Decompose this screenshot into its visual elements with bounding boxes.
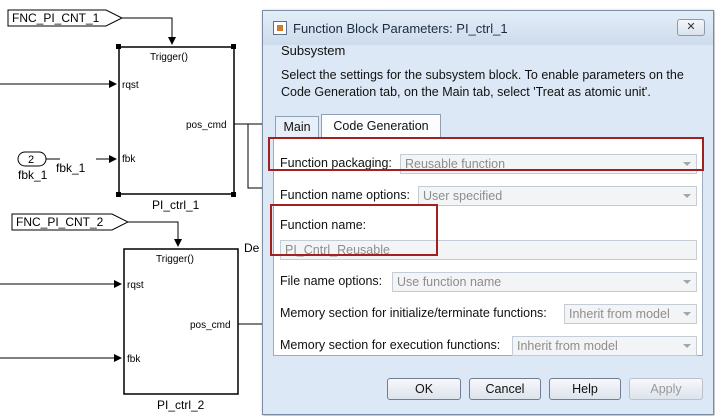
chevron-down-icon <box>683 312 691 316</box>
function-packaging-label: Function packaging: <box>280 156 392 170</box>
function-name-label: Function name: <box>280 218 367 232</box>
file-name-options-select[interactable]: Use function name <box>392 272 697 292</box>
inport-name: fbk_1 <box>18 168 48 182</box>
function-name-options-label: Function name options: <box>280 188 410 202</box>
function-name-options-select[interactable]: User specified <box>418 186 697 206</box>
description-box: Select the settings for the subsystem bl… <box>273 61 703 107</box>
cancel-button[interactable]: Cancel <box>469 378 541 400</box>
trigger-label: Trigger() <box>150 52 188 63</box>
svg-text:2: 2 <box>28 154 34 166</box>
block-name-pi-ctrl-2: PI_ctrl_2 <box>157 398 205 412</box>
inport-tag-fnc-pi-cnt-1[interactable]: FNC_PI_CNT_1 <box>7 9 124 27</box>
close-icon: ✕ <box>686 21 696 33</box>
mem-exec-select[interactable]: Inherit from model <box>512 336 697 356</box>
chevron-down-icon <box>683 194 691 198</box>
simulink-block-icon <box>273 21 287 35</box>
tab-code-generation[interactable]: Code Generation <box>321 114 441 138</box>
subsystem-block-pi-ctrl-2[interactable]: Trigger() rqst fbk pos_cmd <box>123 248 239 395</box>
port-pos-cmd: pos_cmd <box>186 120 227 131</box>
help-button[interactable]: Help <box>549 378 621 400</box>
port-fbk: fbk <box>122 154 136 165</box>
chevron-down-icon <box>683 280 691 284</box>
trigger-label: Trigger() <box>156 254 194 265</box>
highlight-function-name <box>270 204 438 256</box>
highlight-function-packaging <box>268 137 704 171</box>
partial-block-label: De <box>244 241 260 255</box>
mem-init-term-label: Memory section for initialize/terminate … <box>280 306 547 320</box>
goto-label: fbk_1 <box>56 161 86 175</box>
svg-text:FNC_PI_CNT_1: FNC_PI_CNT_1 <box>12 11 100 25</box>
file-name-options-label: File name options: <box>280 274 383 288</box>
apply-button[interactable]: Apply <box>629 378 703 400</box>
description-text: Select the settings for the subsystem bl… <box>281 68 684 99</box>
port-rqst: rqst <box>127 280 144 291</box>
port-fbk: fbk <box>127 354 141 365</box>
function-block-parameters-dialog: Function Block Parameters: PI_ctrl_1 ✕ S… <box>262 10 714 415</box>
dialog-title: Function Block Parameters: PI_ctrl_1 <box>293 21 508 36</box>
close-button[interactable]: ✕ <box>677 19 705 36</box>
inport-tag-fnc-pi-cnt-2[interactable]: FNC_PI_CNT_2 <box>11 213 130 231</box>
subsystem-group-label: Subsystem <box>281 43 346 58</box>
subsystem-block-pi-ctrl-1[interactable]: Trigger() rqst fbk pos_cmd <box>116 44 236 197</box>
chevron-down-icon <box>683 162 691 166</box>
mem-init-term-select[interactable]: Inherit from model <box>564 304 697 324</box>
port-rqst: rqst <box>122 80 139 91</box>
ok-button[interactable]: OK <box>387 378 461 400</box>
port-pos-cmd: pos_cmd <box>190 320 231 331</box>
dialog-titlebar[interactable]: Function Block Parameters: PI_ctrl_1 ✕ <box>263 11 713 45</box>
block-name-pi-ctrl-1: PI_ctrl_1 <box>152 198 200 212</box>
mem-exec-label: Memory section for execution functions: <box>280 338 501 352</box>
tab-main[interactable]: Main <box>275 116 319 138</box>
svg-text:FNC_PI_CNT_2: FNC_PI_CNT_2 <box>16 215 104 229</box>
inport-fbk-1[interactable]: 2 <box>17 151 47 167</box>
chevron-down-icon <box>683 344 691 348</box>
